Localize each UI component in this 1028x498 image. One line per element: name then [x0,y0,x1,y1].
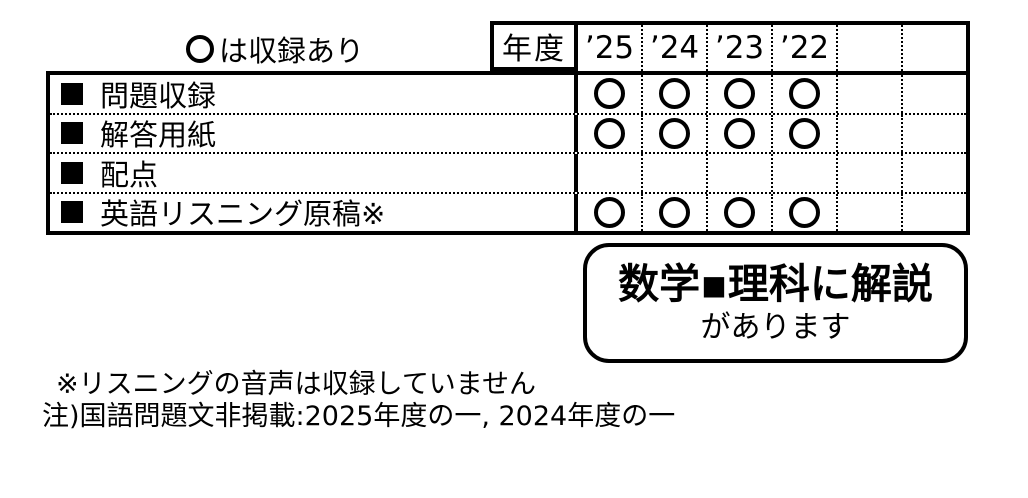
mark-cell [706,114,771,152]
mark-cell [771,193,836,231]
mark-cell [706,75,771,113]
mark-cell [836,154,901,192]
circle-mark-icon [724,78,755,110]
footnotes: ※リスニングの音声は収録していません 注)国語問題文非掲載:2025年度の一, … [42,369,675,433]
mark-cell [771,114,836,152]
mark-cell [706,193,771,231]
callout-bubble: 数学▪理科に解説 があります [583,243,968,363]
year-header-25: ’25 [584,30,635,66]
bullet-square-icon [61,122,83,145]
row-label: 解答用紙 [50,114,578,152]
row-label-text: 配点 [100,157,159,192]
table-row: 配点 [50,152,966,192]
mark-cell [641,193,706,231]
mark-cell [836,75,901,113]
mark-cell [578,154,641,192]
row-label: 問題収録 [50,75,578,113]
mark-cell [578,194,641,232]
circle-mark-icon [186,35,214,63]
mark-cell [706,154,771,192]
mark-cell [901,193,966,231]
table-row: 英語リスニング原稿※ [50,191,966,232]
table-row: 解答用紙 [50,112,966,153]
mark-cell [836,114,901,152]
row-label-text: 英語リスニング原稿※ [100,197,386,231]
legend-text: は収録あり [219,34,365,68]
year-header-empty-5 [901,25,966,71]
table-header: 年度 ’25’24’23’22 [490,21,970,71]
circle-mark-icon [789,196,820,228]
year-header-24: ’24 [641,25,706,71]
mark-cell [901,75,966,113]
mark-cell [641,154,706,192]
year-header-23: ’23 [706,25,771,71]
circle-mark-icon [594,196,625,228]
mark-cell [901,114,966,152]
table-body: 問題収録解答用紙配点英語リスニング原稿※ [46,71,970,235]
year-header-cell: 年度 [490,21,578,71]
note-listening-audio: ※リスニングの音声は収録していません [56,369,537,400]
row-label-text: 問題収録 [100,78,217,113]
year-header-22: ’22 [771,25,836,71]
circle-mark-icon [659,78,690,110]
circle-mark-icon [724,196,755,228]
bullet-square-icon [61,82,83,105]
mark-cell [771,75,836,113]
row-label: 英語リスニング原稿※ [50,193,578,231]
circle-mark-icon [659,117,690,149]
year-columns: ’25’24’23’22 [578,21,970,71]
bullet-square-icon [61,161,83,184]
circle-mark-icon [659,196,690,228]
row-label-text: 解答用紙 [100,118,217,152]
callout-subtitle: があります [700,310,851,346]
circle-mark-icon [594,117,625,149]
mark-cell [641,75,706,113]
table-row: 問題収録 [50,75,966,113]
circle-mark-icon [594,78,625,110]
note-kokugo-omitted: 注)国語問題文非掲載:2025年度の一, 2024年度の一 [42,401,676,432]
mark-cell [901,154,966,192]
mark-cell [771,154,836,192]
circle-mark-icon [789,78,820,110]
mark-cell [578,115,641,153]
row-label: 配点 [50,154,578,192]
circle-mark-icon [789,117,820,149]
year-header-empty-4 [836,25,901,71]
mark-cell [836,193,901,231]
mark-cell [578,75,641,113]
callout-title: 数学▪理科に解説 [618,259,933,308]
bullet-square-icon [61,201,83,224]
legend: は収録あり [186,28,364,70]
circle-mark-icon [724,117,755,149]
mark-cell [641,114,706,152]
